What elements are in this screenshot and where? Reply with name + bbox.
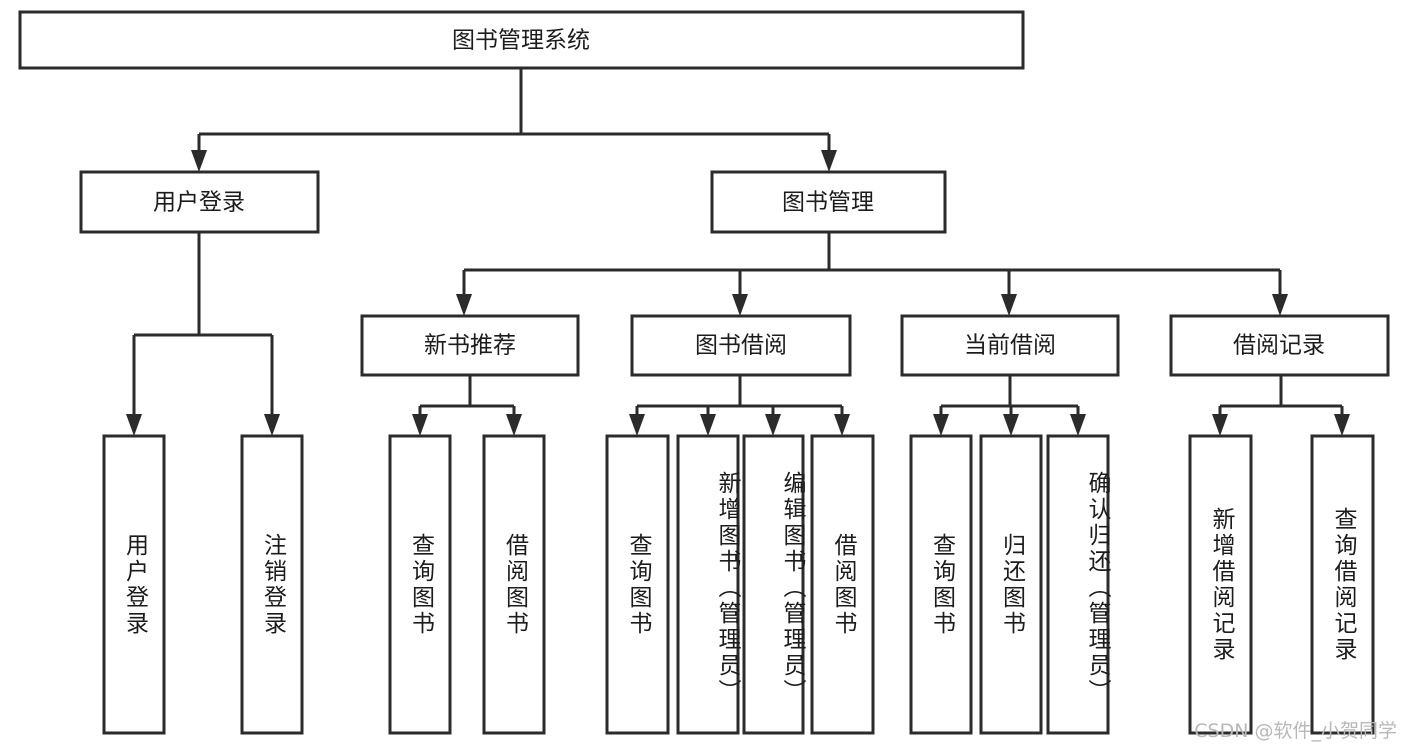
node-box-book-management[interactable] bbox=[710, 170, 947, 234]
node-label-book-borrow: 图书借阅 bbox=[695, 333, 787, 359]
arrow-head-leaf-add-book-admin bbox=[700, 414, 716, 436]
node-box-user-login[interactable] bbox=[79, 170, 320, 234]
node-box-leaf-return-book[interactable] bbox=[979, 434, 1043, 735]
node-box-leaf-add-book-admin[interactable] bbox=[676, 434, 740, 735]
node-box-new-book-recommend[interactable] bbox=[360, 314, 580, 377]
node-layer: 图书管理系统 用户登录 图书管理 新书推荐 图书借阅 当前借阅 借阅记录 bbox=[18, 10, 1390, 735]
node-box-leaf-query-book-rec[interactable] bbox=[388, 434, 452, 735]
node-label-user-login: 用户登录 bbox=[153, 190, 245, 216]
node-box-book-borrow[interactable] bbox=[630, 314, 852, 377]
arrow-head-leaf-logout bbox=[264, 414, 280, 436]
arrow-head-leaf-add-borrow-record bbox=[1212, 414, 1228, 436]
node-label-root: 图书管理系统 bbox=[452, 28, 590, 54]
node-box-current-borrow[interactable] bbox=[900, 314, 1120, 377]
arrow-head-new-book-recommend bbox=[456, 294, 472, 316]
node-box-leaf-user-login[interactable] bbox=[102, 434, 166, 735]
arrow-head-leaf-confirm-return-admin bbox=[1070, 414, 1086, 436]
watermark-text: CSDN @软件_小贺同学 bbox=[1194, 720, 1397, 742]
node-box-leaf-query-book-borrow[interactable] bbox=[605, 434, 670, 735]
node-label-new-book-recommend: 新书推荐 bbox=[424, 333, 516, 359]
arrow-head-borrow-record bbox=[1272, 294, 1288, 316]
arrow-head-leaf-user-login bbox=[126, 414, 142, 436]
node-box-leaf-logout[interactable] bbox=[240, 434, 304, 735]
arrow-head-leaf-query-borrow-record bbox=[1334, 414, 1350, 436]
node-box-leaf-add-borrow-record[interactable] bbox=[1188, 434, 1253, 735]
node-box-leaf-query-book-current[interactable] bbox=[909, 434, 973, 735]
arrow-head-leaf-query-book-borrow bbox=[629, 414, 645, 436]
arrow-head-current-borrow bbox=[1001, 294, 1017, 316]
connector-layer bbox=[126, 68, 1350, 436]
node-box-leaf-query-borrow-record[interactable] bbox=[1310, 434, 1375, 735]
arrow-head-leaf-return-book bbox=[1003, 414, 1019, 436]
node-box-borrow-record[interactable] bbox=[1169, 314, 1390, 377]
arrow-head-leaf-borrow-book-rec bbox=[506, 414, 522, 436]
node-label-book-management: 图书管理 bbox=[782, 190, 874, 216]
arrow-head-user-login bbox=[191, 150, 207, 172]
node-label-borrow-record: 借阅记录 bbox=[1233, 333, 1325, 359]
arrow-head-book-management bbox=[821, 150, 837, 172]
node-box-root[interactable] bbox=[18, 10, 1025, 70]
arrow-head-leaf-edit-book-admin bbox=[765, 414, 781, 436]
node-box-leaf-borrow-book-rec[interactable] bbox=[482, 434, 546, 735]
node-label-current-borrow: 当前借阅 bbox=[964, 333, 1056, 359]
arrow-head-leaf-borrow-book bbox=[834, 414, 850, 436]
arrow-head-leaf-query-book-rec bbox=[412, 414, 428, 436]
node-box-leaf-confirm-return-admin[interactable] bbox=[1046, 434, 1110, 735]
node-box-leaf-borrow-book[interactable] bbox=[810, 434, 875, 735]
arrow-head-leaf-query-book-current bbox=[933, 414, 949, 436]
arrow-head-book-borrow bbox=[732, 294, 748, 316]
node-box-leaf-edit-book-admin[interactable] bbox=[742, 434, 805, 735]
